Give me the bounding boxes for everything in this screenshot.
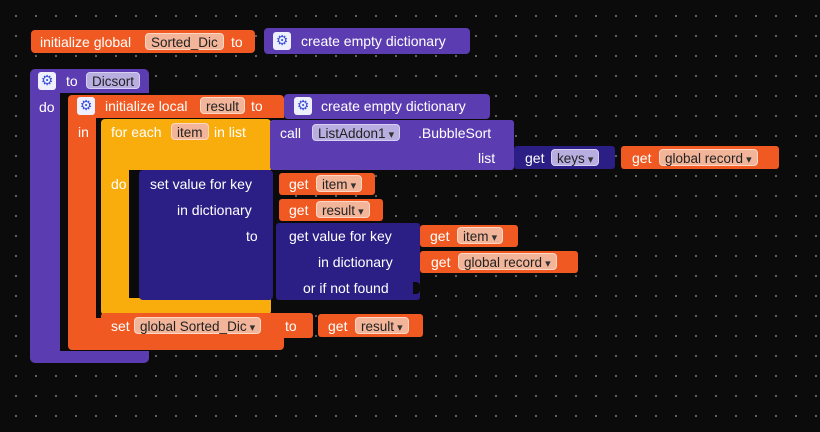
global-sorted-dic-dropdown[interactable]: global Sorted_Dic bbox=[134, 317, 262, 334]
get-item-label-2: get bbox=[430, 228, 450, 244]
set-label: set bbox=[111, 318, 130, 334]
keys-dropdown[interactable]: keys bbox=[551, 149, 600, 166]
local-variable-name-field[interactable]: result bbox=[200, 97, 246, 114]
create-empty-dictionary-block[interactable]: ⚙ create empty dictionary bbox=[264, 28, 470, 54]
initialize-local-label: initialize local bbox=[105, 98, 188, 114]
initialize-global-block[interactable]: initialize global Sorted_Dic to bbox=[31, 30, 255, 53]
bubblesort-method-label: .BubbleSort bbox=[418, 125, 492, 141]
procedure-gear-icon[interactable]: ⚙ bbox=[38, 72, 56, 90]
mutator-gear-icon[interactable]: ⚙ bbox=[273, 32, 291, 50]
get-global-record-label: get bbox=[632, 150, 652, 166]
item-dropdown-2[interactable]: item bbox=[457, 227, 504, 244]
in-list-label: in list bbox=[214, 124, 246, 140]
init-global-to-label: to bbox=[231, 34, 243, 50]
component-dropdown[interactable]: ListAddon1 bbox=[312, 124, 401, 141]
set-value-to-label: to bbox=[246, 228, 258, 244]
or-if-not-found-label: or if not found bbox=[303, 280, 389, 296]
get-value-for-key-label: get value for key bbox=[289, 228, 392, 244]
local-create-empty-dictionary-block[interactable]: ⚙ create empty dictionary bbox=[284, 94, 490, 119]
result-dropdown-2[interactable]: result bbox=[355, 317, 409, 334]
set-value-for-key-label: set value for key bbox=[150, 176, 252, 192]
result-dropdown[interactable]: result bbox=[316, 201, 370, 218]
procedure-to-label: to bbox=[66, 73, 78, 89]
empty-socket-notch bbox=[413, 282, 420, 294]
call-label: call bbox=[280, 125, 302, 141]
set-value-in-dictionary-label: in dictionary bbox=[177, 202, 252, 218]
get-result-label-2: get bbox=[328, 318, 348, 334]
global-variable-name-field[interactable]: Sorted_Dic bbox=[145, 33, 224, 50]
get-keys-block[interactable]: get keys bbox=[514, 146, 615, 169]
get-keys-label: get bbox=[525, 150, 545, 166]
get-result-block-2[interactable]: get result bbox=[318, 314, 423, 337]
get-global-record-block-2[interactable]: get global record bbox=[420, 251, 578, 273]
create-empty-dictionary-label: create empty dictionary bbox=[301, 33, 446, 49]
get-item-block-2[interactable]: get item bbox=[420, 225, 518, 247]
list-arg-label: list bbox=[478, 150, 496, 166]
local-create-empty-dictionary-label: create empty dictionary bbox=[321, 98, 466, 114]
for-each-label: for each bbox=[111, 124, 162, 140]
get-value-for-key-block[interactable]: get value for key in dictionary or if no… bbox=[276, 223, 420, 300]
get-value-in-dictionary-label: in dictionary bbox=[318, 254, 393, 270]
set-value-for-key-block[interactable]: set value for key in dictionary to bbox=[139, 170, 273, 300]
procedure-do-label: do bbox=[39, 99, 55, 115]
local-dictionary-gear-icon[interactable]: ⚙ bbox=[294, 97, 312, 115]
get-global-record-block[interactable]: get global record bbox=[621, 146, 779, 169]
item-dropdown[interactable]: item bbox=[316, 175, 363, 192]
initialize-global-label: initialize global bbox=[40, 34, 132, 50]
local-to-label: to bbox=[251, 98, 263, 114]
get-item-block[interactable]: get item bbox=[279, 173, 375, 195]
get-result-block[interactable]: get result bbox=[279, 199, 383, 221]
for-each-do-label: do bbox=[111, 176, 127, 192]
local-gear-icon[interactable]: ⚙ bbox=[77, 97, 95, 115]
loop-variable-field[interactable]: item bbox=[171, 123, 209, 140]
global-record-dropdown-2[interactable]: global record bbox=[458, 253, 557, 270]
get-item-label: get bbox=[289, 176, 309, 192]
global-record-dropdown[interactable]: global record bbox=[659, 149, 758, 166]
get-global-record-label-2: get bbox=[431, 254, 451, 270]
procedure-name-field[interactable]: Dicsort bbox=[86, 72, 141, 89]
local-in-label: in bbox=[78, 124, 89, 140]
get-result-label: get bbox=[289, 202, 309, 218]
set-global-sorted-dic-block[interactable]: set global Sorted_Dic to bbox=[101, 313, 313, 338]
set-global-to-label: to bbox=[285, 318, 297, 334]
call-bubblesort-block[interactable]: call ListAddon1 .BubbleSort list bbox=[270, 120, 514, 170]
